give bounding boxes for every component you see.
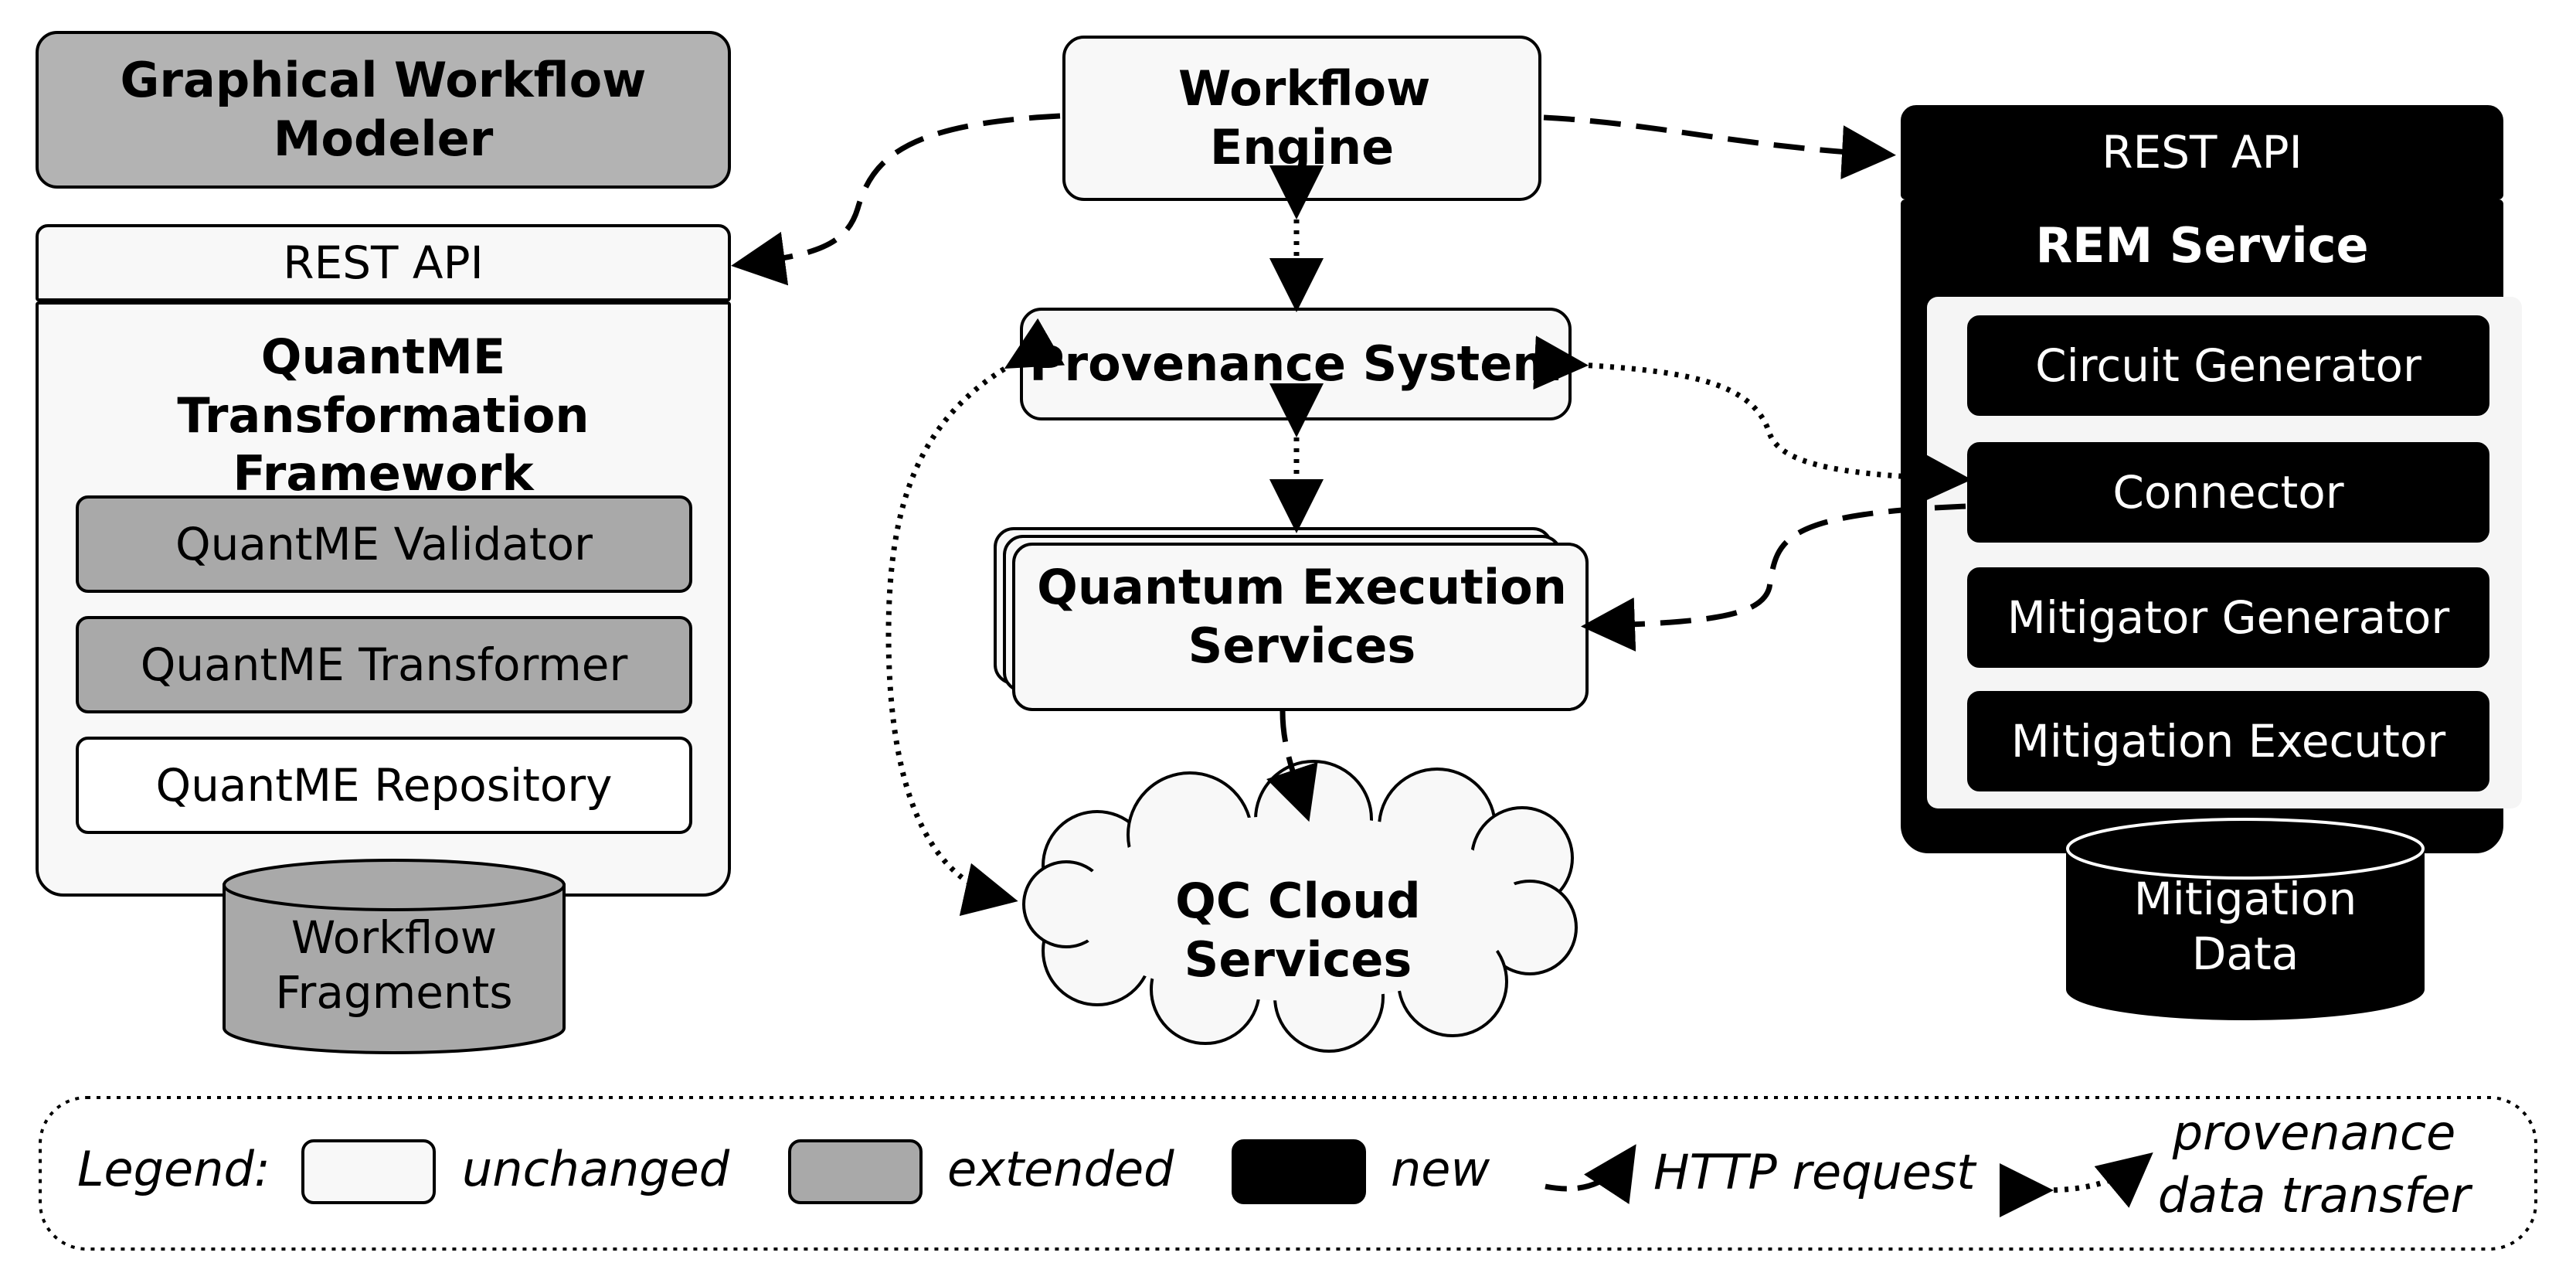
- legend-extended-label: extended: [947, 1141, 1174, 1197]
- connector-label: Connector: [2112, 465, 2344, 519]
- legend-unchanged-label: unchanged: [462, 1141, 730, 1197]
- quantme-rest-api-label: REST API: [283, 236, 484, 289]
- mitigation-executor-label: Mitigation Executor: [2010, 714, 2446, 768]
- legend-http-label: HTTP request: [1653, 1144, 1976, 1200]
- rem-rest-api-label: REST API: [2102, 125, 2302, 179]
- connector: Connector: [1967, 442, 2489, 543]
- legend-title: Legend:: [77, 1141, 270, 1197]
- quantme-validator-label: QuantME Validator: [175, 517, 593, 570]
- legend-swatch-unchanged: [301, 1139, 436, 1204]
- quantum-execution-services-label: Quantum Execution Services: [1037, 559, 1567, 674]
- circuit-generator-label: Circuit Generator: [2035, 339, 2421, 392]
- quantme-transformer: QuantME Transformer: [76, 616, 692, 713]
- quantme-repository: QuantME Repository: [76, 737, 692, 834]
- mitigation-data-database: [2066, 818, 2425, 1020]
- workflow-fragments-label: Workflow Fragments: [275, 911, 513, 1019]
- mitigation-data-label: Mitigation Data: [2133, 873, 2357, 980]
- legend-swatch-new: [1232, 1139, 1366, 1204]
- provenance-arrows: [885, 165, 1972, 917]
- http-arrows: [731, 113, 1966, 822]
- legend-http-arrow: [1545, 1144, 1636, 1205]
- qc-cloud-services-label: QC Cloud Services: [1175, 873, 1421, 988]
- quantum-execution-services-stack: [994, 527, 1589, 711]
- workflow-fragments-database: [223, 859, 566, 1054]
- provenance-system-label: Provenance System: [1029, 335, 1562, 393]
- circuit-generator: Circuit Generator: [1967, 315, 2489, 416]
- legend-provenance-label: provenance data transfer: [2157, 1105, 2471, 1224]
- workflow-engine-label: Workflow Engine: [1178, 60, 1431, 175]
- legend-swatch-extended: [788, 1139, 923, 1204]
- quantme-repository-label: QuantME Repository: [155, 758, 613, 812]
- legend-frame: [39, 1096, 2537, 1251]
- rem-rest-api: REST API: [1901, 105, 2503, 199]
- legend-new-label: new: [1391, 1141, 1490, 1197]
- mitigation-executor: Mitigation Executor: [1967, 691, 2489, 791]
- rem-service-title: REM Service: [2035, 217, 2369, 274]
- quantme-transformer-label: QuantME Transformer: [140, 638, 628, 691]
- mitigator-generator: Mitigator Generator: [1967, 567, 2489, 668]
- mitigator-generator-label: Mitigator Generator: [2007, 591, 2450, 644]
- graphical-workflow-modeler: Graphical Workflow Modeler: [36, 31, 731, 189]
- qc-cloud-shape: [1022, 760, 1578, 1053]
- quantme-validator: QuantME Validator: [76, 495, 692, 593]
- quantme-rest-api: REST API: [36, 224, 731, 301]
- graphical-workflow-modeler-label: Graphical Workflow Modeler: [120, 52, 647, 167]
- quantme-framework-title: QuantME Transformation Framework: [177, 328, 590, 502]
- legend-provenance-arrow: [1999, 1152, 2153, 1218]
